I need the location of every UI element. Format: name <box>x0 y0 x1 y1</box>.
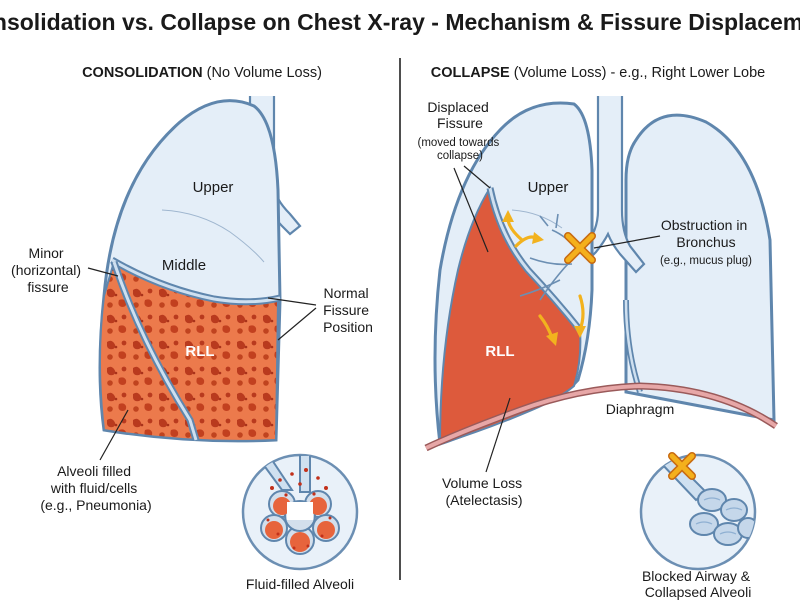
diaphragm-label: Diaphragm <box>606 401 674 417</box>
consolidation-panel: CONSOLIDATION (No Volume Loss) Upper Mid… <box>11 65 373 592</box>
collapse-heading: COLLAPSE (Volume Loss) - e.g., Right Low… <box>431 65 765 81</box>
lung-vessel-line <box>161 209 265 263</box>
normal-fissure-pointer-2 <box>277 307 317 341</box>
normal-fissure-label: Normal Fissure Position <box>323 285 373 335</box>
arrow-heads <box>502 210 586 346</box>
displaced-fissure-label: Displaced Fissure <box>427 99 492 131</box>
minor-fissure-pointer <box>87 267 119 277</box>
obstruction-label: Obstruction in Bronchus <box>661 217 751 250</box>
fluid-alveoli-caption: Fluid-filled Alveoli <box>246 576 354 592</box>
volume-loss-label: Volume Loss (Atelectasis) <box>442 475 526 508</box>
volume-loss-pointer <box>485 397 511 473</box>
alveoli-note-pointer <box>99 409 129 461</box>
left-lung-normal <box>624 113 776 422</box>
label-middle-left: Middle <box>162 257 206 274</box>
obstruction-pointer <box>593 235 661 249</box>
collapsed-alveoli-caption: Blocked Airway & Collapsed Alveoli <box>642 568 754 600</box>
label-upper-left: Upper <box>193 179 234 196</box>
obstruction-sublabel: (e.g., mucus plug) <box>660 255 752 267</box>
displaced-fissure-sublabel: (moved towards collapse) <box>417 137 502 162</box>
fluid-alveoli-inset <box>241 453 359 571</box>
label-rll-right: RLL <box>485 343 514 360</box>
blocked-airway-x-icon <box>668 452 696 480</box>
obstruction-x-icon <box>564 232 596 264</box>
minor-fissure-label: Minor (horizontal) fissure <box>11 245 85 295</box>
collapsed-alveoli-inset <box>639 452 757 571</box>
alveoli-note: Alveoli filled with fluid/cells (e.g., P… <box>40 463 151 513</box>
page-title: Consolidation vs. Collapse on Chest X-ra… <box>0 9 800 35</box>
normal-fissure-pointer-1 <box>267 297 317 306</box>
displaced-fissure-pointer-2 <box>453 167 489 253</box>
collapse-panel: COLLAPSE (Volume Loss) - e.g., Right Low… <box>417 65 778 600</box>
consolidation-heading: CONSOLIDATION (No Volume Loss) <box>82 65 322 81</box>
label-upper-right: Upper <box>528 179 569 196</box>
displaced-fissure-pointer-1 <box>463 165 491 189</box>
label-rll-left: RLL <box>185 343 214 360</box>
